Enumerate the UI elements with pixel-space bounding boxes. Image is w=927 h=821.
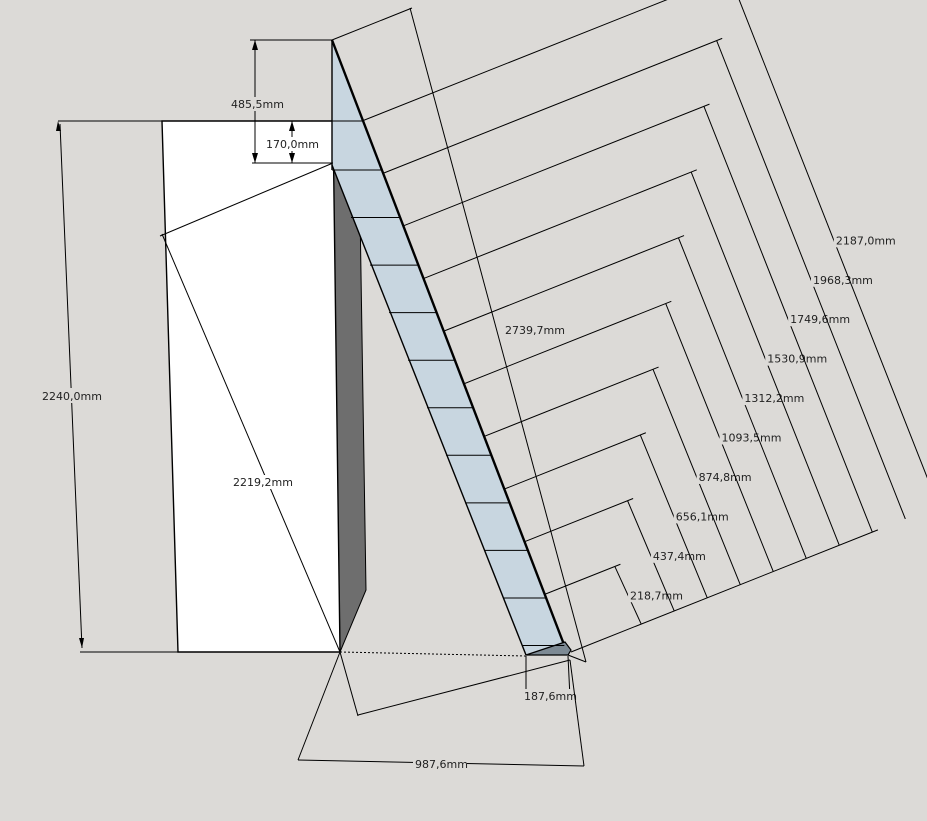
label-step-height: 1093,5mm [722, 432, 782, 445]
label-step-height: 1312,2mm [744, 392, 804, 405]
step-dimension-line [703, 106, 873, 533]
step-label-bg [650, 548, 707, 563]
step-dimension-line [677, 237, 807, 559]
dim-base-span: 987,6mm [297, 651, 585, 771]
ladder [330, 39, 572, 656]
step-label-bg [765, 351, 822, 366]
step-extension-line [463, 300, 672, 385]
label-base-span: 987,6mm [415, 758, 468, 771]
base-dashed-line [339, 651, 527, 657]
dim-foot-depth: 187,6mm [522, 655, 577, 703]
dim-cabinet-height: 2240,0mm [40, 120, 178, 653]
step-label-bg [833, 233, 890, 248]
label-step-height: 1530,9mm [767, 353, 827, 366]
label-step-height: 218,7mm [630, 589, 683, 602]
step-dimension-line [716, 40, 906, 520]
step-dimension-line [690, 171, 840, 546]
label-step-height: 656,1mm [676, 510, 729, 523]
label-step-height: 1968,3mm [813, 274, 873, 287]
step-label-bg [742, 391, 799, 406]
ladder-front-rail [330, 39, 570, 656]
step-label-bg [810, 272, 867, 287]
step-extension-line [503, 432, 647, 490]
step-extension-line [422, 169, 697, 280]
step-extension-line [524, 498, 634, 543]
ladder-rungs [332, 120, 565, 646]
label-cabinet-diagonal: 2219,2mm [233, 476, 293, 489]
step-extension-line [361, 0, 668, 122]
label-top-offset: 485,5mm [231, 98, 284, 111]
label-step-offset: 170,0mm [266, 138, 319, 151]
label-step-height: 2187,0mm [836, 234, 896, 247]
dim-step-heights: 218,7mm 437,4mm 656,1mm 874,8mm 1093,5mm 1312… [361, 0, 927, 653]
label-step-height: 874,8mm [699, 471, 752, 484]
label-step-height: 1749,6mm [790, 313, 850, 326]
dim-step-offset: 170,0mm [265, 121, 319, 163]
step-label-bg [788, 312, 845, 327]
step-label-bg [628, 588, 685, 603]
step-label-bg [673, 509, 730, 524]
cabinet-front-face [161, 120, 341, 653]
step-label-bg [696, 469, 753, 484]
step-extension-line [402, 103, 710, 227]
label-step-height: 437,4mm [653, 550, 706, 563]
step-label-bg [719, 430, 776, 445]
step-dimension-line [738, 0, 927, 479]
dim-top-offset: 485,5mm [230, 39, 333, 164]
step-extension-line [382, 37, 723, 175]
label-cabinet-height: 2240,0mm [42, 390, 102, 403]
step-extension-line [544, 563, 621, 595]
dim-ladder-length: 2739,7mm [331, 7, 587, 663]
cabinet [159, 120, 367, 653]
cabinet-diagonal-line [161, 233, 341, 653]
step-extension-line [483, 366, 659, 438]
label-foot-depth: 187,6mm [524, 690, 577, 703]
step-baseline [570, 529, 879, 653]
label-ladder-length: 2739,7mm [505, 324, 565, 337]
cabinet-top-diagonal [159, 162, 334, 237]
ladder-back-rail-lower [331, 164, 527, 656]
step-extension-line [442, 235, 685, 332]
